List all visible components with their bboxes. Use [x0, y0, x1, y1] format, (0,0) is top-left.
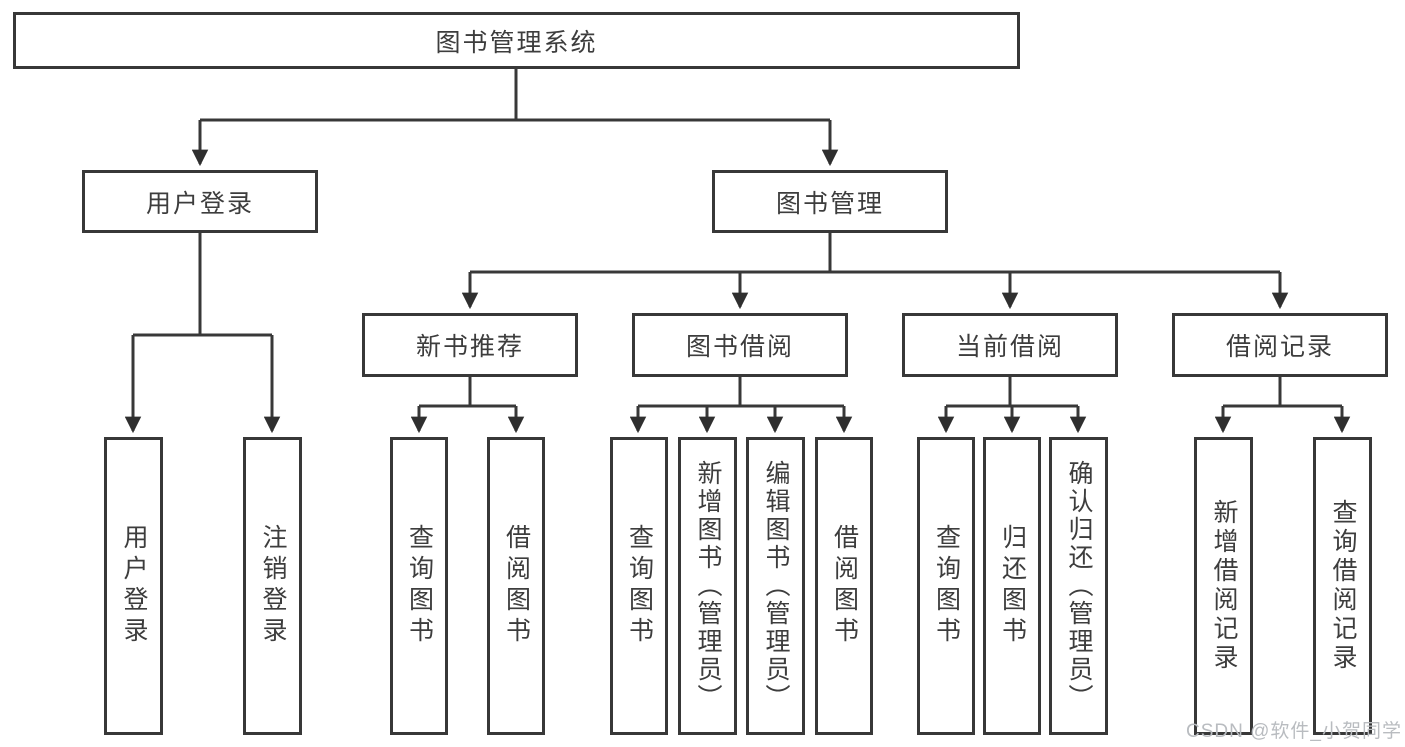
node-label: 借阅图书: [502, 524, 531, 648]
leaf-add-books-admin: 新增图书（管理员）: [678, 437, 737, 735]
node-label: 查询图书: [625, 524, 654, 648]
node-label: 确认归还（管理员）: [1065, 460, 1093, 712]
node-label: 归还图书: [998, 524, 1027, 648]
leaf-edit-books-admin: 编辑图书（管理员）: [746, 437, 805, 735]
leaf-return-books: 归还图书: [983, 437, 1041, 735]
leaf-borrow-books-2: 借阅图书: [815, 437, 873, 735]
leaf-logout: 注销登录: [243, 437, 302, 735]
node-book-management: 图书管理: [712, 170, 948, 233]
node-label: 图书管理系统: [435, 28, 598, 57]
leaf-query-books-1: 查询图书: [390, 437, 448, 735]
node-label: 借阅图书: [830, 524, 859, 648]
node-label: 用户登录: [145, 189, 254, 218]
node-current-borrowing: 当前借阅: [902, 313, 1118, 377]
leaf-query-borrow-record: 查询借阅记录: [1313, 437, 1372, 735]
node-book-borrowing: 图书借阅: [632, 313, 848, 377]
node-label: 查询借阅记录: [1329, 499, 1357, 673]
node-new-book-recommendation: 新书推荐: [362, 313, 578, 377]
leaf-query-books-3: 查询图书: [917, 437, 975, 735]
csdn-watermark: CSDN @软件_小贺同学: [1186, 721, 1402, 742]
leaf-add-borrow-record: 新增借阅记录: [1194, 437, 1253, 735]
node-label: 查询图书: [405, 524, 434, 648]
leaf-user-login: 用户登录: [104, 437, 163, 735]
node-label: 查询图书: [932, 524, 961, 648]
node-label: 借阅记录: [1225, 333, 1334, 361]
node-label: 用户登录: [120, 524, 148, 648]
node-user-login: 用户登录: [82, 170, 318, 233]
leaf-confirm-return-admin: 确认归还（管理员）: [1049, 437, 1108, 735]
node-borrowing-records: 借阅记录: [1172, 313, 1388, 377]
node-label: 编辑图书（管理员）: [762, 460, 790, 712]
node-label: 注销登录: [259, 524, 287, 648]
node-label: 新增图书（管理员）: [694, 460, 722, 712]
leaf-borrow-books-1: 借阅图书: [487, 437, 545, 735]
node-label: 当前借阅: [955, 333, 1064, 361]
node-label: 图书借阅: [685, 333, 794, 361]
node-library-management-system: 图书管理系统: [13, 12, 1020, 69]
node-label: 新书推荐: [415, 333, 524, 361]
node-label: 图书管理: [775, 189, 884, 218]
node-label: 新增借阅记录: [1210, 499, 1238, 673]
leaf-query-books-2: 查询图书: [610, 437, 668, 735]
